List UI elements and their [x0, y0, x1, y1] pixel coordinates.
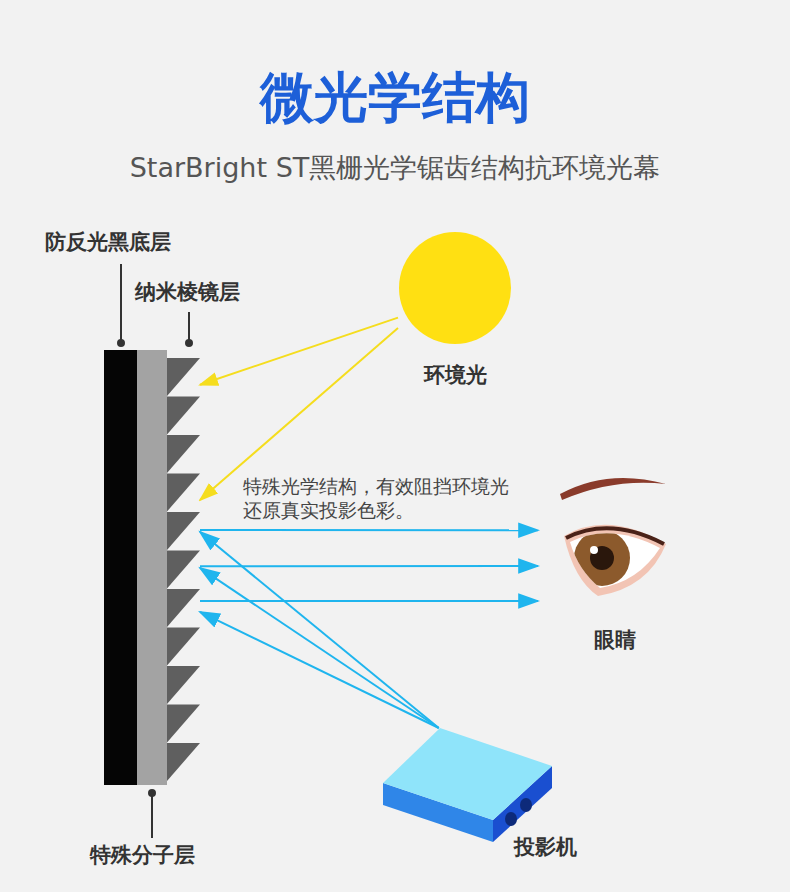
prism-tooth [167, 551, 200, 589]
projector [383, 728, 552, 842]
eyelash [566, 528, 664, 544]
prism-tooth [167, 743, 200, 781]
prism-tooth [167, 435, 200, 473]
node-label: 特殊分子层 [90, 841, 195, 869]
leader-dot [149, 790, 155, 796]
node-shape [383, 728, 552, 842]
light-ray [200, 568, 439, 728]
leader-line [151, 793, 153, 838]
node-label: 投影机 [514, 833, 577, 861]
projector-lens [505, 812, 517, 826]
prism-tooth [167, 397, 200, 435]
pupil [590, 546, 614, 570]
projector-figure: 投影机 [383, 728, 552, 842]
eye [560, 478, 666, 596]
node-shape [538, 470, 670, 610]
screen-layers: 防反光黑底层纳米棱镜层特殊分子层 [104, 350, 200, 785]
sun [399, 232, 511, 344]
light-ray [200, 565, 538, 567]
light-ray [200, 532, 439, 728]
eyelid [564, 525, 666, 596]
prism-tooth [167, 589, 200, 627]
iris [574, 530, 630, 586]
prism-tooth [167, 474, 200, 512]
prism-tooth [167, 628, 200, 666]
page-title: 微光学结构 [0, 62, 790, 135]
node-shape [398, 231, 512, 345]
prism-tooth [167, 358, 200, 396]
leader-line [120, 264, 122, 343]
node-shape [104, 350, 200, 785]
eye-figure: 眼睛 [538, 470, 670, 610]
note-text: 特殊光学结构，有效阻挡环境光还原真实投影色彩。 [243, 474, 519, 522]
leader-dot [186, 340, 192, 346]
eyebrow [560, 478, 666, 500]
node-label: 纳米棱镜层 [135, 278, 240, 306]
light-ray [200, 612, 439, 728]
node-label: 眼睛 [594, 626, 636, 654]
projector-lens [520, 798, 532, 812]
leader-dot [118, 340, 124, 346]
black-layer [104, 350, 137, 785]
node-label: 防反光黑底层 [45, 228, 171, 256]
sun-circle: 环境光 [398, 231, 512, 345]
node-label: 环境光 [424, 361, 487, 389]
subtitle: StarBright ST黑栅光学锯齿结构抗环境光幕 [0, 150, 790, 186]
prism-tooth [167, 512, 200, 550]
leader-line [188, 312, 190, 343]
light-ray [200, 328, 398, 500]
light-ray [200, 318, 398, 385]
light-ray [200, 529, 538, 531]
eye-highlight [590, 546, 598, 554]
molecule-layer [137, 350, 167, 785]
prism-tooth [167, 666, 200, 704]
prism-tooth [167, 705, 200, 743]
light-ray [200, 600, 538, 602]
projector-top [383, 728, 552, 820]
